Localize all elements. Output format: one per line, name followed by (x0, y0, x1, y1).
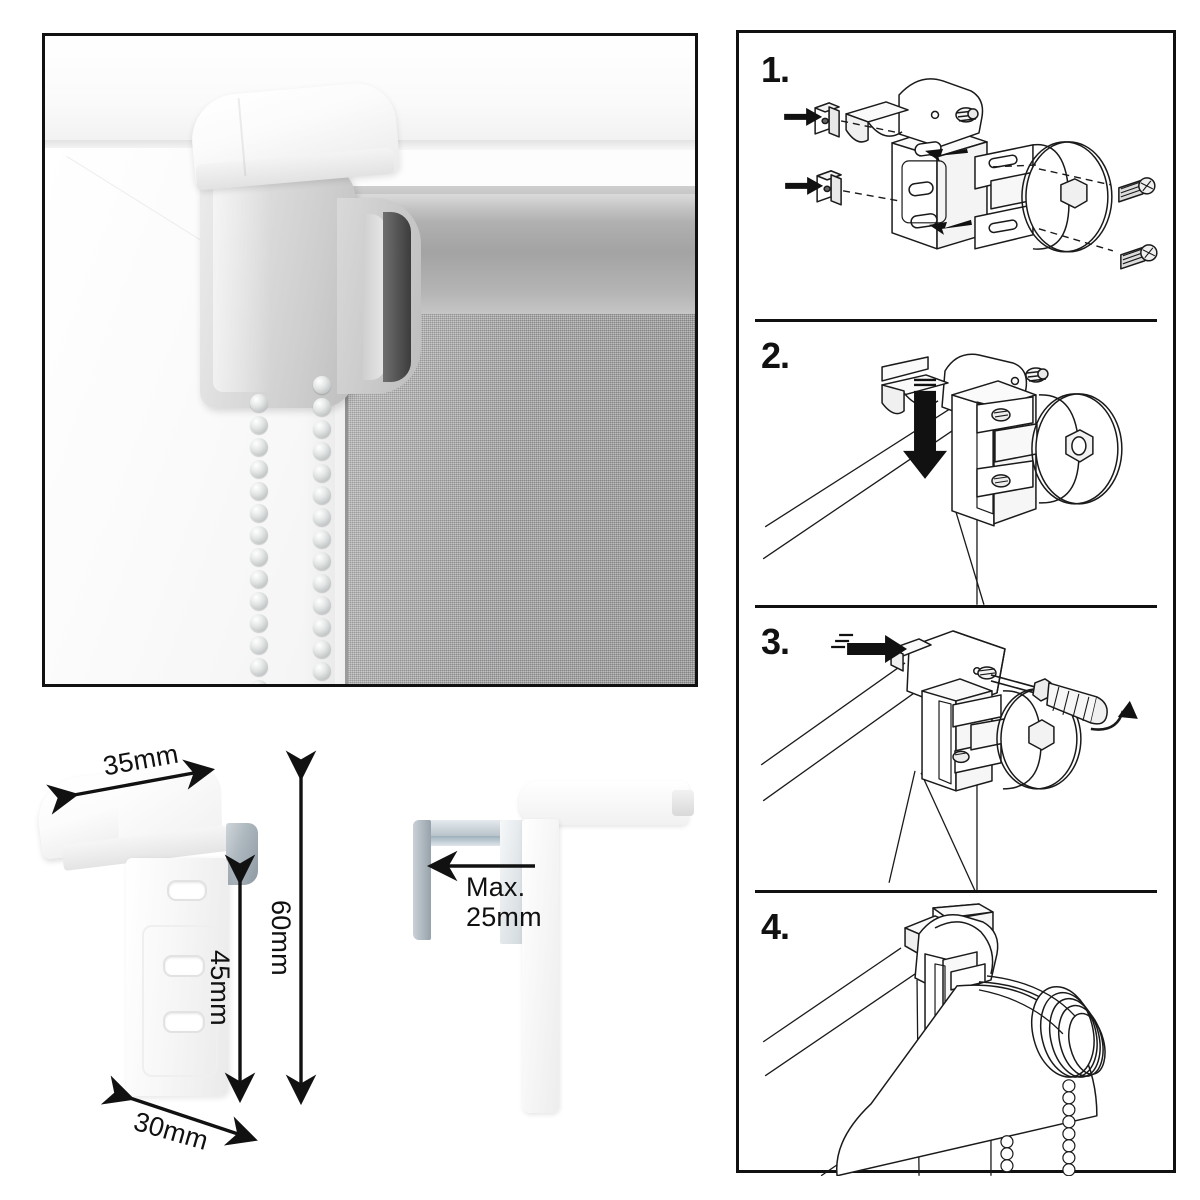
bead (313, 486, 331, 504)
screwdriver (1032, 677, 1108, 725)
blind-fabric-edge (345, 314, 348, 684)
bracket2-arm-end-cap (672, 790, 694, 816)
step-1: 1. (739, 33, 1173, 319)
bead (313, 596, 331, 614)
bead (313, 530, 331, 548)
adjustment-screw (977, 665, 997, 680)
dim-label-max-word: Max. (466, 872, 526, 902)
bead (250, 680, 268, 684)
bead (250, 636, 268, 654)
bead (313, 508, 331, 526)
bead (313, 376, 331, 394)
cap-screw (955, 107, 979, 123)
bracket2-clamp-inner (431, 836, 525, 846)
step-4-number: 4. (761, 906, 790, 948)
mech-screw-bottom (991, 473, 1011, 488)
bracket2-clamp-face (500, 820, 526, 944)
bead (250, 592, 268, 610)
bracket-body-highlight (213, 182, 271, 392)
bead (313, 398, 331, 416)
step-3: 3. (739, 604, 1173, 891)
bracket1-slot-middle (163, 955, 205, 977)
mech-screw-top (991, 407, 1011, 422)
step-4-illustration (762, 903, 1106, 1176)
bracket1-slot-bottom (163, 1011, 205, 1033)
bracket2-stem (522, 819, 559, 1113)
bead (250, 548, 268, 566)
step-2: 2. (739, 318, 1173, 605)
bead (313, 442, 331, 460)
bead (313, 552, 331, 570)
cap-screw-2 (1025, 366, 1049, 383)
bracket2-arm (519, 781, 689, 825)
bead (250, 504, 268, 522)
step-1-number: 1. (761, 49, 790, 90)
product-photo (45, 36, 695, 684)
bracket2-clamp-jaw (413, 820, 431, 940)
mech-screw-3 (952, 750, 970, 763)
product-photo-panel (42, 33, 698, 687)
bead (313, 618, 331, 636)
wall-plug-lower (816, 170, 842, 206)
bead-chain-front (250, 394, 268, 684)
bead (250, 658, 268, 676)
dim-label-45mm: 45mm (205, 950, 235, 1026)
step-3-number: 3. (761, 620, 790, 662)
bead (313, 640, 331, 658)
bead (250, 482, 268, 500)
bead (313, 574, 331, 592)
step-3-arrows (831, 633, 1138, 719)
bracket1-metal-clip (226, 823, 258, 885)
step-1-illustration (784, 78, 1158, 270)
bead-chain-back (313, 376, 331, 684)
bracket-end-ring-inner (363, 214, 385, 380)
step-4: 4. (739, 890, 1173, 1176)
tube-end-rings (1031, 986, 1106, 1079)
screw-upper (1118, 177, 1156, 203)
step-4-bead-chain (1000, 1079, 1076, 1176)
screw-lower (1120, 244, 1158, 270)
bracket1-slot-top (167, 880, 207, 901)
step-2-number: 2. (761, 334, 790, 376)
dim-label-max-25mm: Max. 25mm (466, 872, 542, 932)
bead (250, 614, 268, 632)
bead (250, 416, 268, 434)
step-1-arrows (784, 107, 972, 235)
step-2-illustration (762, 353, 1123, 605)
bead (250, 438, 268, 456)
bead (313, 662, 331, 680)
bead (250, 460, 268, 478)
bead (250, 570, 268, 588)
roller-end-cap (383, 212, 411, 382)
dim-label-60mm: 60mm (266, 900, 296, 976)
wall-plug-upper (814, 102, 840, 138)
step-2-down-arrow (903, 378, 948, 479)
bead (313, 420, 331, 438)
installation-steps-panel: 1. (736, 30, 1176, 1176)
bead (313, 464, 331, 482)
dim-label-25mm-word: 25mm (466, 902, 542, 933)
bead (250, 526, 268, 544)
step-3-illustration (760, 629, 1138, 891)
bead (250, 394, 268, 412)
